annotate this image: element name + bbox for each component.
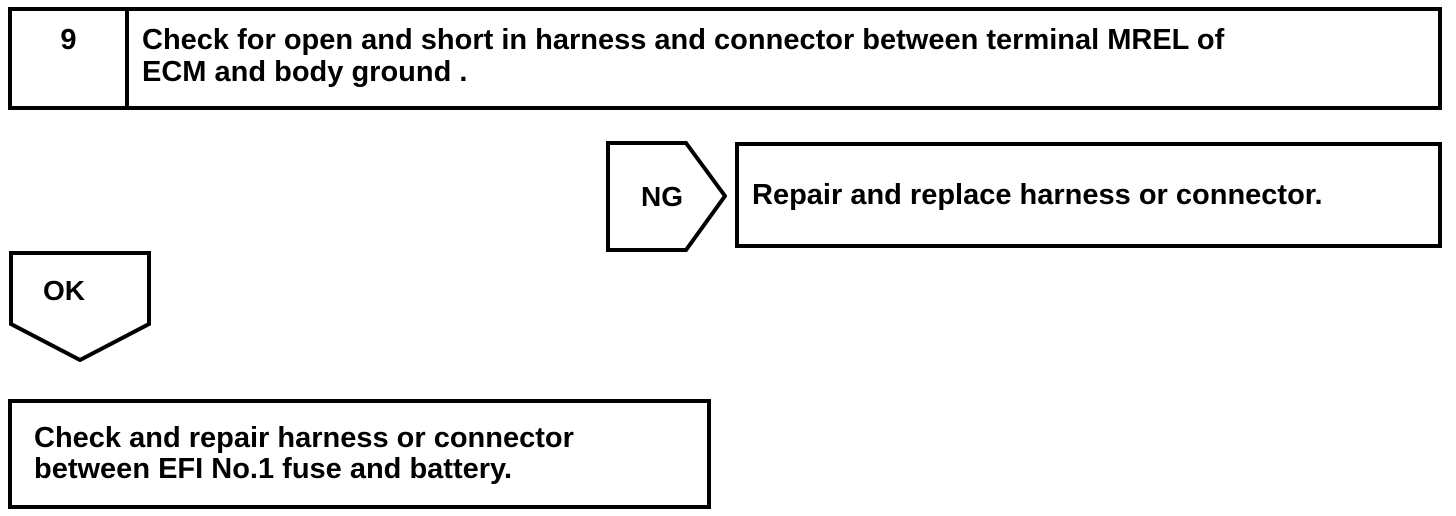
down-arrow-pentagon-icon <box>9 251 151 362</box>
ok-connector: OK <box>9 251 151 362</box>
ng-connector: NG <box>606 141 727 252</box>
step-box: 9 Check for open and short in harness an… <box>8 7 1442 110</box>
step-instruction-text: Check for open and short in harness and … <box>142 24 1225 88</box>
ok-result-box: Check and repair harness or connector be… <box>8 399 711 509</box>
step-number: 9 <box>12 11 129 106</box>
ng-result-box: Repair and replace harness or connector. <box>735 142 1442 248</box>
ng-label: NG <box>641 180 683 212</box>
right-arrow-pentagon-icon <box>606 141 727 252</box>
ok-label: OK <box>43 275 85 306</box>
ng-result-text: Repair and replace harness or connector. <box>752 179 1323 211</box>
ok-result-text: Check and repair harness or connector be… <box>34 422 574 485</box>
